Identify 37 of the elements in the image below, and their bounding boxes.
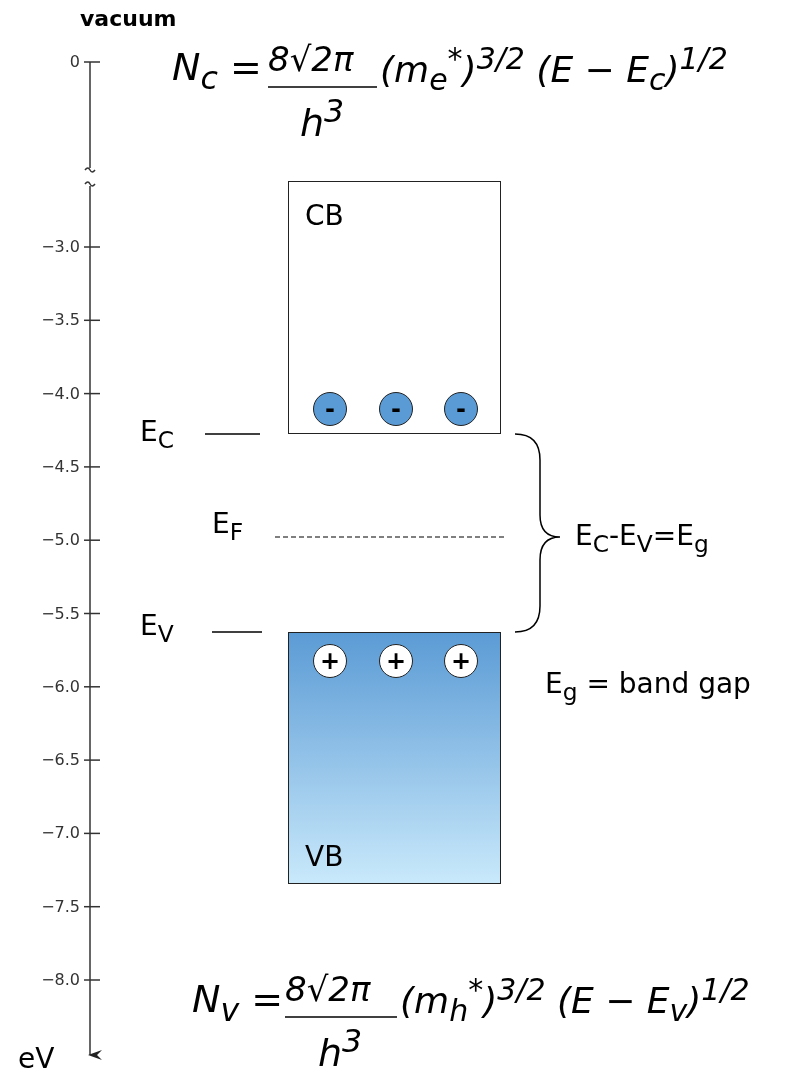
note: E$_{g}$ = band gap (545, 670, 751, 704)
tick-label: −8.0 (41, 972, 80, 988)
valence-band-box (288, 632, 501, 884)
level-label: E$_{C}$ (140, 418, 174, 452)
axis-title: vacuum (80, 8, 177, 30)
hole-circle: + (379, 644, 413, 678)
tick-label: −4.5 (41, 458, 80, 475)
level-label: E$_{V}$ (140, 612, 174, 646)
axis-unit: eV (18, 1045, 55, 1073)
electron-circle: - (444, 392, 478, 426)
hole-circle: + (444, 644, 478, 678)
formula: 8√2π (268, 42, 354, 76)
tick-label: −3.0 (41, 239, 80, 255)
formula: 8√2π (285, 972, 371, 1006)
tick-label: −4.0 (41, 385, 80, 402)
formula: (m$_{e}$$^{*}$)$^{3/2}$ (E − E$_{c}$)$^{1/2}$ (380, 44, 728, 96)
tick-label: −6.0 (41, 678, 80, 695)
tick-label: −6.5 (41, 752, 80, 769)
electron-circle: - (313, 392, 347, 426)
band-label: CB (305, 202, 344, 230)
formula: N$_{c}$ = (172, 48, 262, 95)
hole-circle: + (313, 644, 347, 678)
formula: N$_{v}$ = (192, 980, 284, 1027)
electron-circle: - (379, 392, 413, 426)
band-label: VB (305, 843, 344, 871)
tick-label: −5.0 (41, 532, 80, 549)
tick-label: 0 (69, 54, 80, 70)
tick-label: −7.0 (41, 825, 80, 842)
tick-label: −5.5 (41, 605, 80, 622)
formula: h$^{3}$ (318, 1026, 363, 1072)
formula: h$^{3}$ (300, 96, 345, 142)
formula: (m$_{h}$$^{*}$)$^{3/2}$ (E − E$_{v}$)$^{1/2}$ (400, 975, 750, 1027)
tick-label: −7.5 (41, 898, 80, 915)
conduction-band-box (288, 181, 501, 434)
tick-label: −3.5 (41, 312, 80, 329)
level-label: E$_{F}$ (212, 510, 244, 544)
gap-equation: E$_{C}$-E$_{V}$=E$_{g}$ (575, 522, 709, 556)
